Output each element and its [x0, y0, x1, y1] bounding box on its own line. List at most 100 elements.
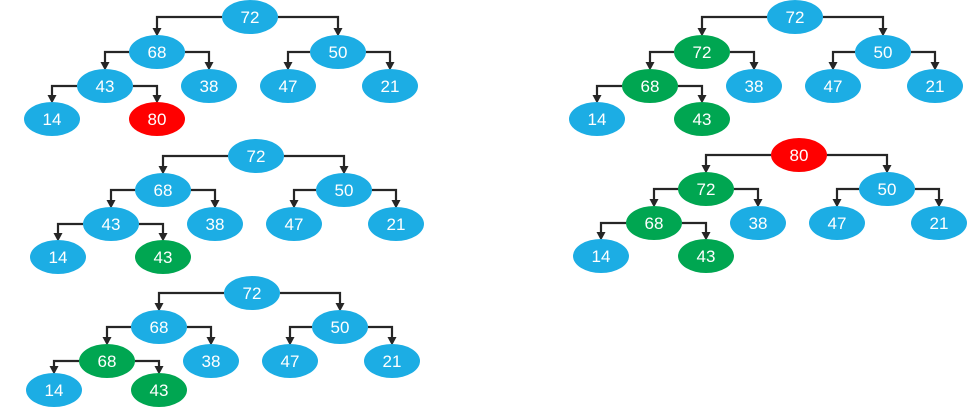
tree-edge-arrowhead — [49, 366, 59, 375]
tree-edge-arrowhead — [878, 28, 888, 37]
tree-node-label: 43 — [102, 215, 121, 234]
tree-edges — [49, 291, 397, 375]
tree-node[interactable]: 43 — [83, 207, 139, 241]
tree-node[interactable]: 14 — [573, 239, 629, 273]
tree-node[interactable]: 43 — [77, 69, 133, 103]
tree-node-ellipse — [77, 69, 133, 103]
tree-node[interactable]: 43 — [131, 373, 187, 407]
tree-node[interactable]: 50 — [310, 35, 366, 69]
tree-node-label: 72 — [247, 147, 266, 166]
tree-node-label: 50 — [878, 180, 897, 199]
tree-edge — [133, 84, 159, 101]
tree-node[interactable]: 38 — [726, 69, 782, 103]
tree-node-ellipse — [79, 344, 135, 378]
tree-node[interactable]: 47 — [809, 206, 865, 240]
tree-node-ellipse — [368, 207, 424, 241]
tree-node[interactable]: 50 — [855, 35, 911, 69]
tree-node[interactable]: 47 — [266, 207, 322, 241]
tree-edges — [596, 153, 944, 241]
tree-node[interactable]: 21 — [368, 207, 424, 241]
tree-node-ellipse — [183, 344, 239, 378]
tree-node[interactable]: 38 — [187, 207, 243, 241]
tree-node-ellipse — [771, 138, 827, 172]
tree-edge-arrowhead — [387, 337, 397, 346]
tree-node-label: 47 — [828, 214, 847, 233]
tree-edge-arrowhead — [934, 199, 944, 208]
tree-node[interactable]: 38 — [181, 69, 237, 103]
tree-node-label: 14 — [45, 381, 64, 400]
tree-node-label: 43 — [693, 110, 712, 129]
tree-step-4: 72 72 50 68 38 47 21 14 43 — [569, 0, 963, 136]
tree-node-ellipse — [364, 344, 420, 378]
tree-node[interactable]: 68 — [622, 69, 678, 103]
tree-edge — [915, 187, 941, 205]
tree-edge — [827, 153, 889, 171]
tree-node-label: 38 — [749, 214, 768, 233]
tree-node[interactable]: 14 — [26, 373, 82, 407]
tree-edge-arrowhead — [53, 233, 63, 242]
tree-node-ellipse — [228, 139, 284, 173]
tree-node[interactable]: 68 — [131, 310, 187, 344]
tree-edge-arrowhead — [930, 62, 940, 71]
tree-node[interactable]: 68 — [129, 35, 185, 69]
tree-node[interactable]: 68 — [135, 173, 191, 207]
tree-edges — [47, 15, 395, 104]
tree-node[interactable]: 47 — [260, 69, 316, 103]
tree-node[interactable]: 43 — [678, 239, 734, 273]
tree-node[interactable]: 80 — [771, 138, 827, 172]
tree-node-label: 14 — [592, 247, 611, 266]
tree-node-ellipse — [135, 173, 191, 207]
tree-node-ellipse — [131, 373, 187, 407]
tree-node[interactable]: 68 — [79, 344, 135, 378]
tree-node[interactable]: 14 — [30, 240, 86, 274]
tree-node-label: 80 — [148, 110, 167, 129]
tree-node-ellipse — [678, 239, 734, 273]
tree-edge — [155, 15, 222, 34]
tree-node[interactable]: 72 — [228, 139, 284, 173]
tree-edge-arrowhead — [289, 200, 299, 209]
tree-node[interactable]: 21 — [907, 69, 963, 103]
tree-node[interactable]: 47 — [805, 69, 861, 103]
tree-node[interactable]: 50 — [316, 173, 372, 207]
tree-node[interactable]: 43 — [674, 102, 730, 136]
tree-node-ellipse — [674, 102, 730, 136]
tree-edge-arrowhead — [333, 28, 343, 37]
tree-edge — [678, 84, 704, 101]
tree-node[interactable]: 21 — [362, 69, 418, 103]
tree-node[interactable]: 21 — [364, 344, 420, 378]
tree-node-ellipse — [911, 206, 967, 240]
tree-step-5: 80 72 50 68 38 47 21 14 43 — [573, 138, 967, 273]
tree-node[interactable]: 50 — [312, 310, 368, 344]
tree-node[interactable]: 38 — [730, 206, 786, 240]
tree-node-label: 21 — [383, 352, 402, 371]
tree-node[interactable]: 68 — [626, 206, 682, 240]
tree-node[interactable]: 72 — [678, 172, 734, 206]
tree-node[interactable]: 14 — [569, 102, 625, 136]
tree-node[interactable]: 72 — [674, 35, 730, 69]
tree-edge — [734, 187, 760, 205]
tree-node[interactable]: 47 — [262, 344, 318, 378]
tree-node[interactable]: 72 — [224, 276, 280, 310]
tree-node-ellipse — [310, 35, 366, 69]
tree-edge-arrowhead — [697, 95, 707, 104]
tree-node-label: 72 — [241, 8, 260, 27]
tree-node[interactable]: 21 — [911, 206, 967, 240]
tree-node-ellipse — [129, 35, 185, 69]
tree-node-ellipse — [726, 69, 782, 103]
tree-edge-arrowhead — [882, 165, 892, 174]
tree-node[interactable]: 50 — [859, 172, 915, 206]
tree-node-label: 14 — [49, 248, 68, 267]
tree-node[interactable]: 80 — [129, 102, 185, 136]
tree-node[interactable]: 72 — [767, 0, 823, 34]
tree-edge-arrowhead — [749, 62, 759, 71]
tree-node[interactable]: 38 — [183, 344, 239, 378]
tree-edge-arrowhead — [753, 199, 763, 208]
tree-node[interactable]: 72 — [222, 0, 278, 34]
tree-node-label: 68 — [98, 352, 117, 371]
tree-edge — [366, 50, 392, 68]
tree-node[interactable]: 43 — [135, 240, 191, 274]
tree-node[interactable]: 14 — [24, 102, 80, 136]
tree-node-label: 14 — [588, 110, 607, 129]
